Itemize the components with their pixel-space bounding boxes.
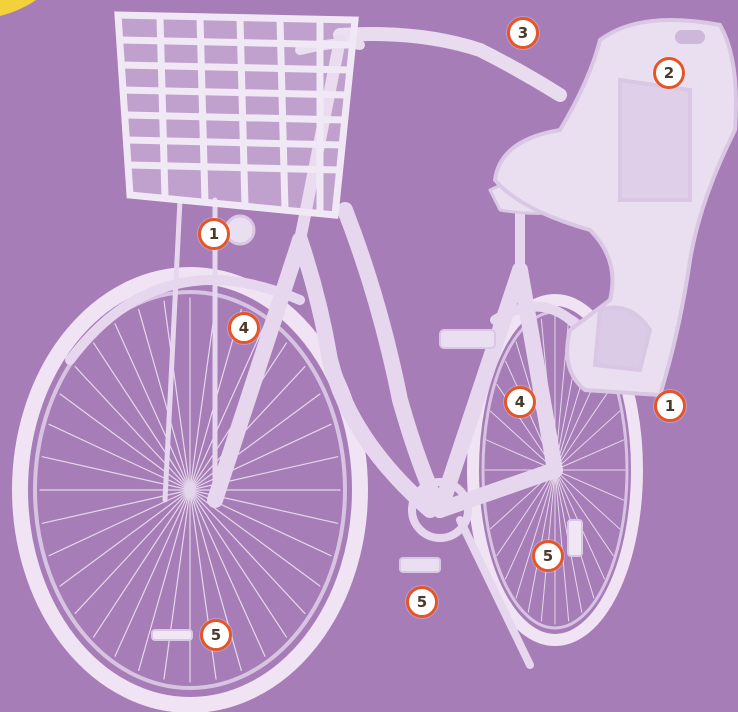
callout-5-rear-reflector: 5: [532, 540, 564, 572]
callout-4-front-brake: 4: [228, 312, 260, 344]
reflector-rear: [568, 520, 582, 556]
callout-5-front-reflector: 5: [200, 619, 232, 651]
callout-3-bell: 3: [507, 17, 539, 49]
reflector-front: [152, 630, 192, 640]
callout-5-pedal-reflector: 5: [406, 586, 438, 618]
callout-4-rear-brake: 4: [504, 386, 536, 418]
callout-1-rear-light: 1: [654, 390, 686, 422]
callout-1-front-lamp: 1: [198, 218, 230, 250]
front-basket: [118, 15, 355, 215]
front-lamp: [226, 216, 254, 244]
callout-2-child-seat: 2: [653, 57, 685, 89]
